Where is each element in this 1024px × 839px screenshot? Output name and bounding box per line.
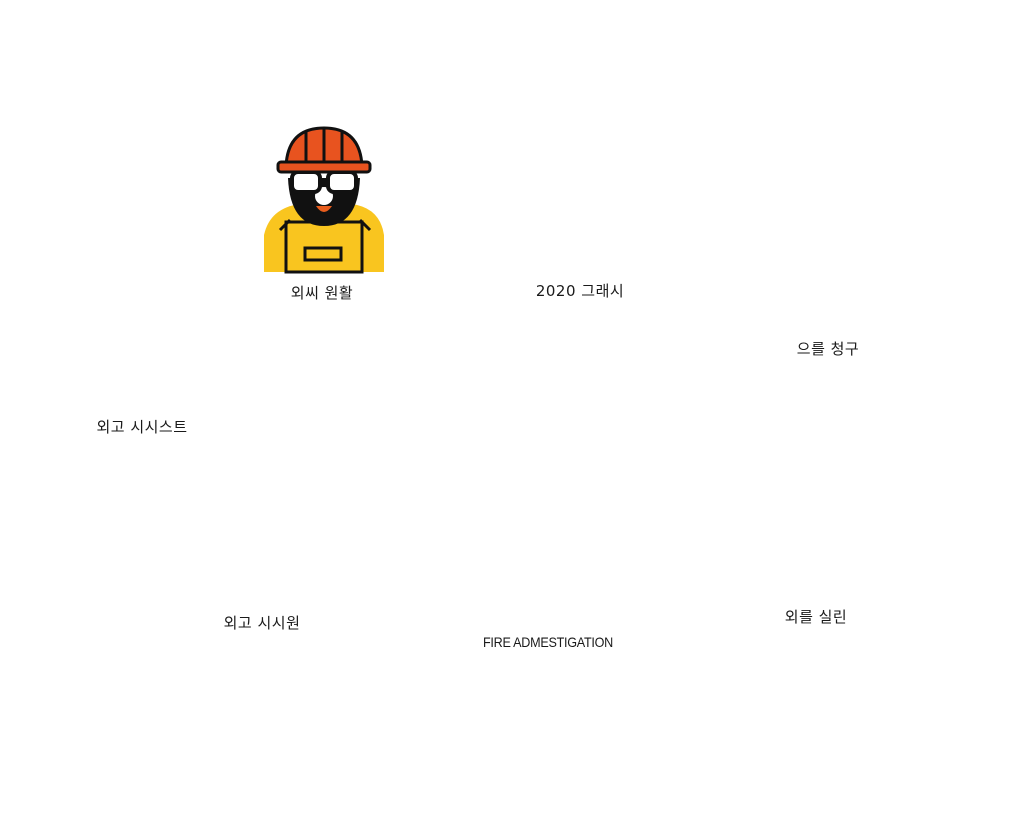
node-label-store: 으를 청구 (796, 340, 860, 358)
node-label-campfire: 2020 그래시 (535, 282, 625, 300)
firefighter-icon (264, 126, 384, 274)
node-label-warning: FIRE ADMESTIGATION (482, 634, 614, 650)
node-label-house-fire: 외고 시시원 (223, 614, 301, 632)
node-label-building: 외고 시시스트 (96, 418, 188, 436)
node-label-person-fire: 외를 실린 (784, 608, 848, 626)
node-label-worker: 외씨 원활 (290, 284, 354, 302)
